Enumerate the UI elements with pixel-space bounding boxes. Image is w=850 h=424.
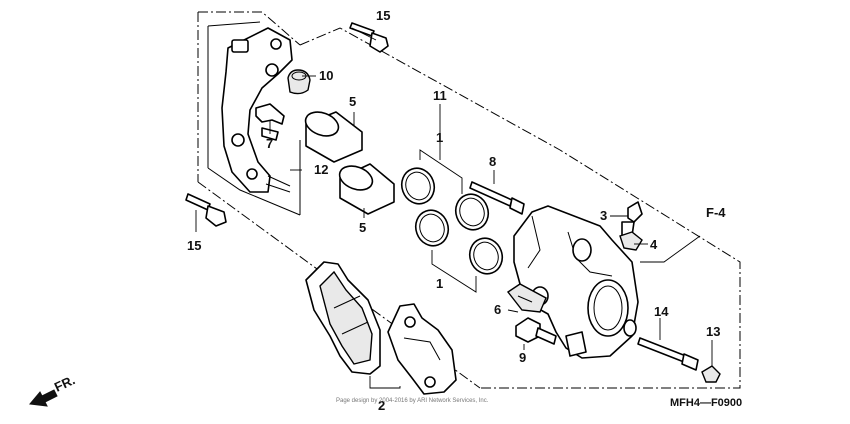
label-5-lower: 5	[359, 220, 366, 235]
bolt-15-bottom[interactable]	[185, 193, 227, 227]
pad-shim[interactable]	[506, 283, 547, 313]
bracket-group-frame	[197, 11, 301, 216]
pad-retainer-clip[interactable]	[255, 103, 285, 141]
label-9: 9	[519, 350, 526, 365]
brake-pad-inner[interactable]	[387, 303, 457, 395]
front-arrow-icon	[29, 389, 58, 407]
caliper-body[interactable]	[513, 205, 639, 359]
label-1-lower: 1	[436, 276, 443, 291]
bleeder-cap[interactable]	[619, 231, 643, 251]
pad-pair-bracket	[369, 376, 401, 389]
bleeder-valve[interactable]	[621, 201, 643, 237]
label-4: 4	[650, 237, 658, 252]
caliper-bracket[interactable]	[221, 27, 293, 193]
brake-pad-outer[interactable]	[305, 261, 381, 375]
callout-labels: 15 10 5 7 12 11 1 8 5 15 1 3 4 6 9 14 13…	[187, 8, 726, 413]
pad-pin-14[interactable]	[637, 337, 699, 371]
label-12: 12	[314, 162, 328, 177]
label-15-top: 15	[376, 8, 390, 23]
watermark: Page design by 2004-2016 by ARI Network …	[336, 398, 489, 404]
pin-plug-13[interactable]	[701, 365, 721, 383]
front-direction-indicator: FR.	[29, 372, 77, 407]
front-label: FR.	[52, 372, 77, 394]
label-15-bottom: 15	[187, 238, 201, 253]
label-3: 3	[600, 208, 607, 223]
label-7: 7	[266, 136, 273, 151]
piston-seals[interactable]	[397, 149, 507, 293]
label-6: 6	[494, 302, 501, 317]
piston-upper[interactable]	[302, 108, 363, 163]
label-8: 8	[489, 154, 496, 169]
leader-lines	[195, 27, 713, 366]
drawing-code: MFH4—F0900	[670, 397, 742, 409]
bolt-15-top[interactable]	[349, 22, 389, 53]
label-5-upper: 5	[349, 94, 356, 109]
label-1-upper: 1	[436, 130, 443, 145]
pin-boot[interactable]	[287, 69, 311, 95]
label-11: 11	[433, 88, 447, 103]
piston-lower[interactable]	[336, 162, 395, 215]
caliper-bolt-9[interactable]	[515, 317, 557, 345]
label-10: 10	[319, 68, 333, 83]
label-2: 2	[378, 398, 385, 413]
label-13: 13	[706, 324, 720, 339]
reference-f4: F-4	[706, 205, 726, 220]
slide-pin[interactable]	[469, 181, 525, 215]
label-14: 14	[654, 304, 669, 319]
